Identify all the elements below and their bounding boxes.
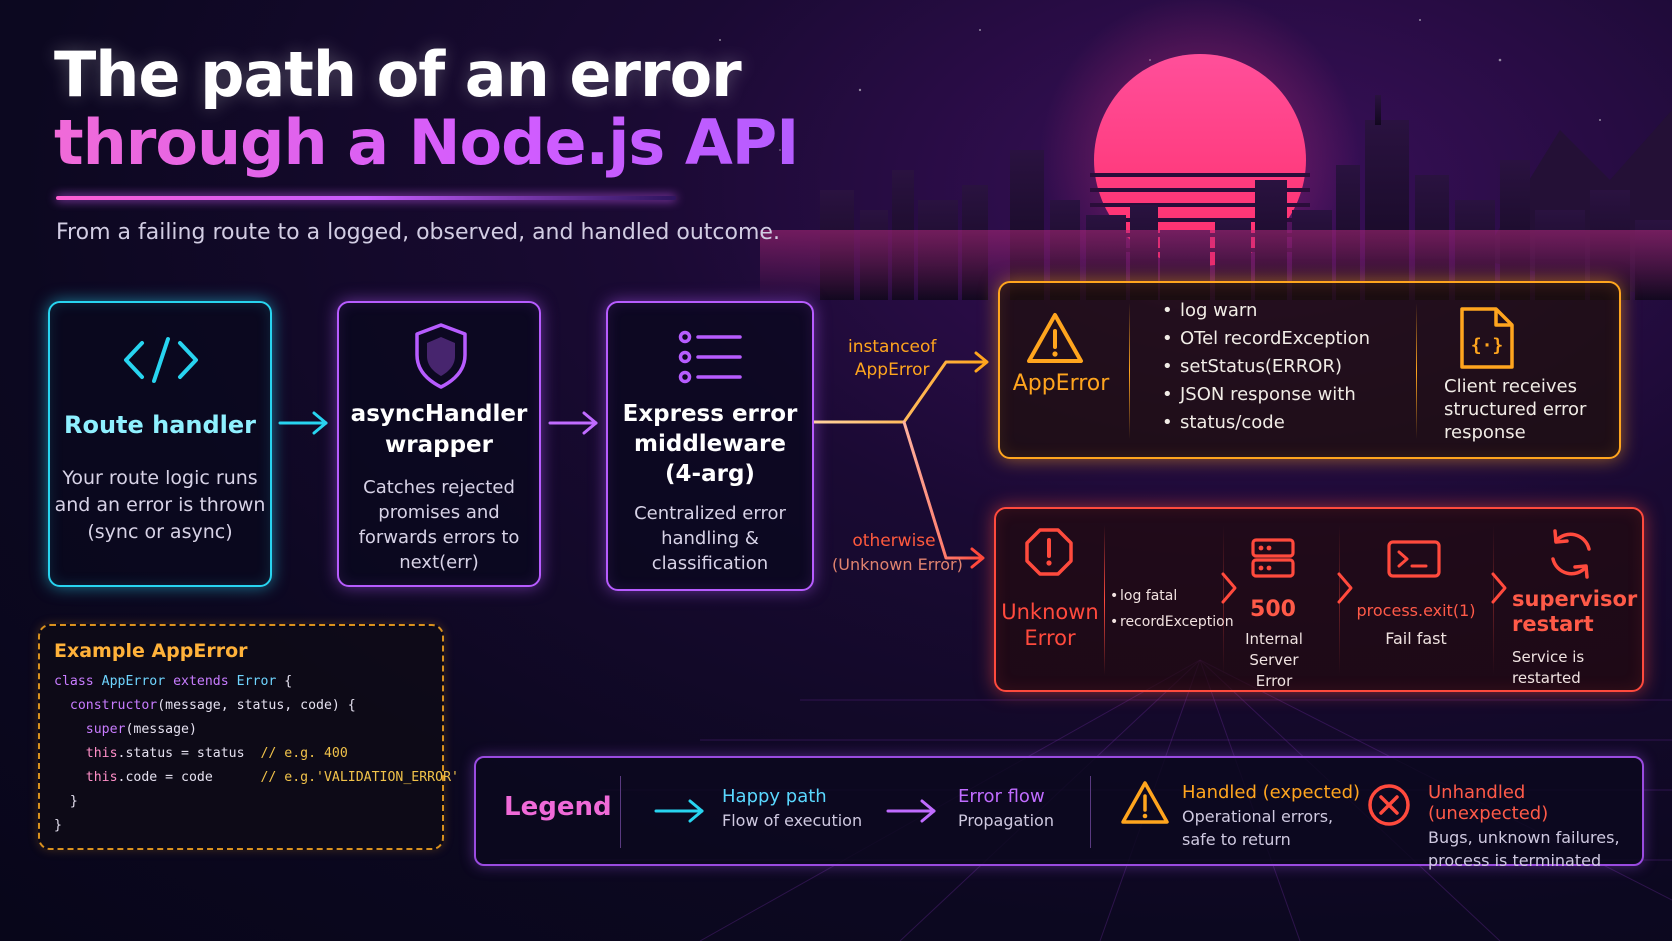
error-flow-arrow-icon [886,799,936,823]
terminal-icon [1387,540,1441,578]
apperror-action: OTel recordException [1158,325,1370,353]
chevron-right-icon [1221,572,1237,604]
x-circle-icon [1368,784,1410,826]
chevron-right-icon [1491,572,1507,604]
legend-error-flow: Error flow Propagation [958,786,1054,830]
unknown-action: log fatal [1106,583,1234,609]
refresh-icon [1551,529,1591,579]
apperror-action: status/code [1158,409,1370,437]
chevron-right-icon [1337,572,1353,604]
apperror-divider [1129,303,1130,439]
apperror-actions: log warn OTel recordException setStatus(… [1158,297,1370,437]
route-handler-title: Route handler [63,411,257,439]
json-file-icon: {·} [1460,307,1514,369]
happy-path-arrow [278,411,328,435]
legend-unhandled: Unhandled (unexpected) Bugs, unknown fai… [1428,782,1620,870]
page-title-line1: The path of an error [54,38,742,111]
shield-icon [415,323,467,389]
svg-text:{·}: {·} [1471,335,1504,356]
warning-icon [1121,781,1169,824]
apperror-code-example: Example AppError class AppError extends … [38,624,459,850]
process-exit-desc: Fail fast [1385,629,1447,648]
error-octagon-icon [1025,528,1073,576]
page-title-line2: through a Node.js API [54,106,799,179]
unknown-error-actions: log fatal recordException [1106,583,1234,635]
unknown-divider [1493,525,1494,675]
code-example-title: Example AppError [54,640,248,662]
legend-divider [1090,776,1091,848]
branch-connector [814,351,989,569]
legend-happy-path: Happy path Flow of execution [722,786,863,830]
legend: Legend Happy path Flow of execution Erro… [474,756,1644,870]
page-subtitle: From a failing route to a logged, observ… [56,220,780,245]
code-brackets-icon [124,337,198,383]
unknown-action: recordException [1106,609,1234,635]
apperror-action: setStatus(ERROR) [1158,353,1370,381]
happy-path-arrow-icon [654,799,704,823]
apperror-action: JSON response with [1158,381,1370,409]
server-icon [1251,538,1295,578]
legend-divider [620,776,621,848]
warning-icon [1027,313,1083,363]
status-code-500: 500 [1250,597,1296,622]
legend-title: Legend [504,792,612,822]
apperror-divider [1416,303,1417,439]
apperror-action: log warn [1158,297,1370,325]
unknown-divider [1223,525,1224,675]
error-flow-arrow [548,411,598,435]
process-exit: process.exit(1) [1356,601,1476,620]
legend-handled: Handled (expected) Operational errors,sa… [1182,782,1361,849]
unknown-divider [1104,525,1105,675]
branch-label-unknown: otherwise(Unknown Error) [832,531,963,574]
list-icon [678,330,742,384]
apperror-panel: AppError log warn OTel recordException s… [998,281,1621,459]
code-block: class AppError extends Error { construct… [54,674,459,833]
title-underline [56,196,676,200]
apperror-label: AppError [1012,371,1110,396]
unknown-divider [1339,525,1340,675]
